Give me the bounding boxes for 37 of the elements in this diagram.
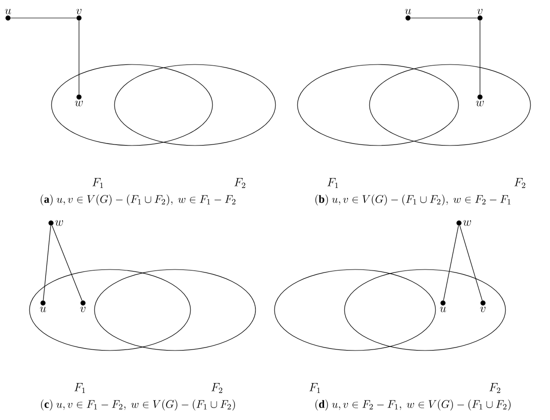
vertex: $w$ (74, 94, 83, 106)
node-label: $w$ (463, 220, 471, 226)
vertex: $u$ (404, 8, 411, 20)
node-label: $u$ (40, 306, 46, 312)
node-label: $F_1$ (327, 178, 338, 188)
node-label: $v$ (477, 8, 482, 14)
vertex: $v$ (76, 8, 82, 20)
caption: $\mathbf{(c)}\ u,v\in F_1-F_2,\ w\in V(G)-(F_1\cup F_2)$ (41, 400, 235, 410)
edge (52, 225, 82, 301)
edge (78, 20, 80, 95)
vertex: $w$ (48, 220, 63, 226)
caption: $\mathbf{(d)}\ u,v\in F_2-F_1,\ w\in V(G)-(F_1\cup F_2)$ (315, 400, 511, 410)
vertex: $w$ (456, 220, 471, 226)
edge (459, 225, 483, 301)
node-label: $F_2$ (211, 383, 222, 393)
vertex: $u$ (40, 300, 46, 312)
vertex: $u$ (440, 300, 446, 312)
node-label: $F_1$ (309, 383, 320, 393)
node-label: $w$ (74, 100, 83, 106)
caption: $\mathbf{(a)}\ u,v\in V(G)-(F_1\cup F_2),\ w\in F_1-F_2$ (40, 194, 236, 206)
vertex: $v$ (80, 300, 86, 312)
caption: $\mathbf{(b)}\ u,v\in V(G)-(F_1\cup F_2),\ w\in F_2-F_1$ (315, 194, 510, 206)
vertex: $v$ (480, 300, 486, 312)
node-label: $u$ (440, 306, 446, 312)
node-label: $v$ (80, 306, 86, 312)
vertex: $v$ (477, 8, 482, 20)
vertex: $w$ (476, 94, 484, 106)
node-label: $u$ (404, 8, 411, 14)
edge (443, 225, 459, 301)
vertex: $u$ (5, 8, 11, 20)
node-label: $u$ (4, 8, 11, 14)
node-label: $v$ (76, 8, 82, 14)
node-label: $w$ (476, 100, 484, 106)
edge (42, 225, 52, 301)
node-label: $v$ (480, 306, 486, 312)
node-label: $F_2$ (234, 178, 246, 188)
node-label: $w$ (55, 220, 63, 226)
